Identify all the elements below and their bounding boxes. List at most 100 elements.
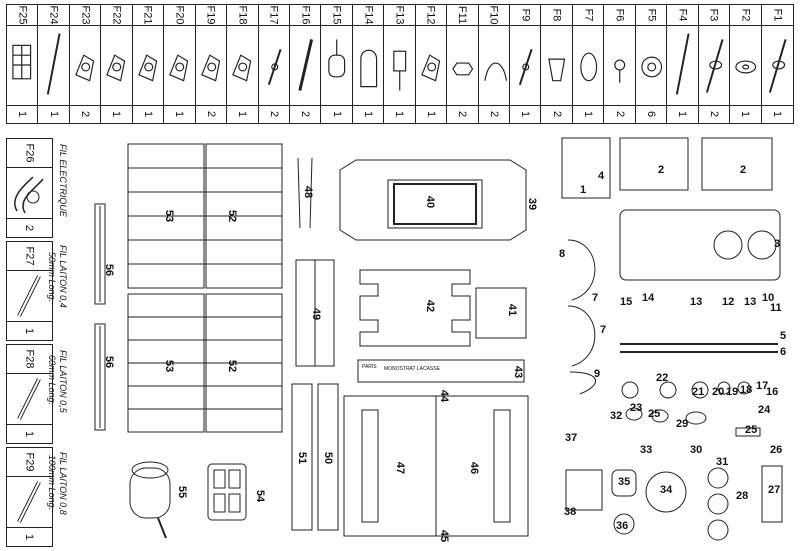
part-code: F1 [761, 5, 793, 26]
motor-part-55 [129, 467, 171, 519]
label-5: 5 [780, 330, 787, 342]
label-38: 38 [564, 506, 577, 518]
label-52b: 52 [226, 359, 239, 373]
bracket-part-41 [475, 287, 527, 339]
label-26: 26 [770, 444, 783, 456]
dial-part-34 [645, 471, 687, 513]
part-code: F14 [352, 5, 384, 26]
wire-length-f29: 100mm Long. [47, 455, 57, 511]
label-28: 28 [736, 490, 749, 502]
label-21: 21 [692, 386, 705, 398]
wire-desc-f29: FIL LAITON 0,8 [58, 452, 68, 515]
gear-part-28c [707, 519, 729, 541]
part-code: F3 [698, 5, 730, 26]
pin-part-icon [510, 25, 541, 106]
frame-part-2b [701, 137, 773, 191]
block-part-35 [611, 469, 637, 497]
part-code: F22 [101, 5, 132, 26]
label-37: 37 [565, 432, 578, 444]
wheel-part-icon [635, 25, 667, 106]
label-7a: 7 [592, 292, 599, 304]
label-19: 19 [726, 386, 739, 398]
label-53b: 53 [163, 359, 176, 373]
nameplate-part-43 [357, 359, 525, 383]
label-27: 27 [768, 484, 781, 496]
strip-part-56b [94, 323, 106, 431]
part-code: F4 [667, 5, 698, 26]
brass-wire-icon [7, 373, 52, 425]
part-code: F10 [478, 5, 510, 26]
part-code: F25 [7, 5, 38, 26]
label-46: 46 [468, 461, 481, 475]
label-34: 34 [660, 484, 673, 496]
electric-wire-icon [7, 167, 52, 219]
grid-part-icon [7, 25, 38, 106]
axle-part-icon [698, 25, 730, 106]
label-2a: 2 [658, 164, 665, 176]
label-11: 11 [770, 302, 782, 314]
part-code: F11 [447, 5, 478, 26]
cylinder-part-icon [321, 25, 352, 106]
bar-part-48 [297, 157, 313, 229]
label-12: 12 [722, 296, 735, 308]
part-code: F7 [572, 5, 604, 26]
housing-part-38 [565, 469, 603, 511]
belt-part-icon [572, 25, 604, 106]
wire-box-f29: F29 1 [6, 447, 53, 547]
bent-wire-part-icon [132, 25, 164, 106]
battery-box-part-54 [207, 463, 247, 521]
label-25b: 25 [745, 424, 758, 436]
piston-part-icon [384, 25, 415, 106]
label-56b: 56 [103, 355, 116, 369]
label-43: 43 [512, 365, 525, 379]
wire-desc-f27: FIL LAITON 0,4 [58, 245, 68, 308]
label-56a: 56 [103, 263, 116, 277]
label-53a: 53 [163, 209, 176, 223]
strip-part-56a [94, 203, 106, 305]
label-16: 16 [766, 386, 779, 398]
label-7b: 7 [600, 324, 607, 336]
label-32: 32 [610, 410, 623, 422]
label-51: 51 [296, 451, 309, 465]
part-code: F12 [415, 5, 447, 26]
nameplate-maker: MONOSTRAT LACASSE [384, 366, 440, 372]
wire-length-f28: 60mm Long. [47, 355, 57, 406]
nut-part-icon [447, 25, 478, 106]
rod-part-icon [667, 25, 698, 106]
label-14: 14 [642, 292, 655, 304]
label-3: 3 [774, 238, 781, 250]
label-49: 49 [310, 307, 323, 321]
washer-part-icon [730, 25, 761, 106]
wire-desc-f26: FIL ELECTRIQUE [58, 144, 68, 217]
plate-part-27 [761, 465, 783, 523]
label-55: 55 [176, 485, 189, 499]
valve-part-icon [101, 25, 132, 106]
handle-part-icon [415, 25, 447, 106]
ring-part-36 [613, 513, 635, 535]
part-code: F24 [38, 5, 69, 26]
label-33: 33 [640, 444, 653, 456]
label-31: 31 [716, 456, 729, 468]
dome-part-icon [352, 25, 384, 106]
label-6: 6 [780, 346, 787, 358]
part-code: F17 [258, 5, 289, 26]
gear-part-28b [707, 493, 729, 515]
label-44: 44 [438, 389, 451, 403]
part-code: F6 [604, 5, 635, 26]
axle-part-icon [761, 25, 793, 106]
label-48: 48 [302, 185, 315, 199]
label-15: 15 [620, 296, 633, 308]
label-54: 54 [254, 489, 267, 503]
part-code: F2 [730, 5, 761, 26]
